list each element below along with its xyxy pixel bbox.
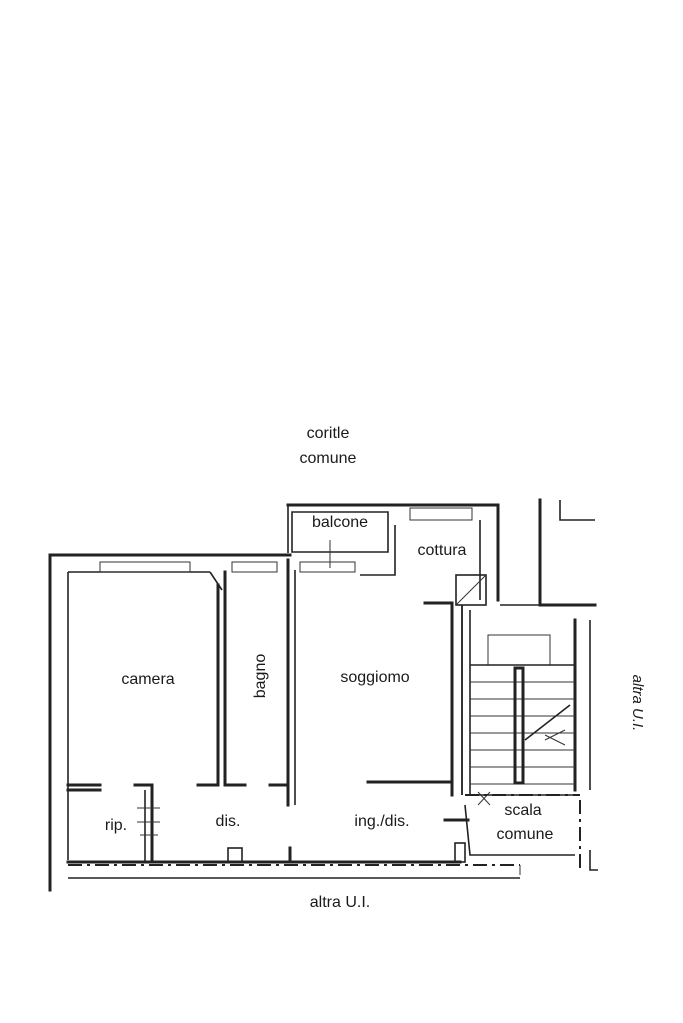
label-cortile-1: coritle	[307, 425, 350, 442]
boundary-lines	[68, 794, 598, 875]
outer-walls	[48, 498, 597, 892]
label-altra-ui-bottom: altra U.I.	[310, 894, 370, 911]
windows	[99, 561, 356, 573]
label-soggiorno: soggiomo	[340, 669, 409, 686]
label-cottura: cottura	[418, 542, 467, 559]
label-dis: dis.	[216, 813, 241, 830]
label-cortile-2: comune	[300, 450, 357, 467]
label-balcone: balcone	[312, 514, 368, 531]
label-scala-1: scala	[504, 802, 541, 819]
label-camera: camera	[121, 671, 174, 688]
interior-walls	[66, 558, 487, 864]
label-rip: rip.	[105, 817, 127, 834]
label-scala-2: comune	[497, 826, 554, 843]
room-labels: coritle comune balcone cottura camera ba…	[105, 425, 646, 911]
label-bagno: bagno	[252, 654, 269, 699]
label-altra-ui-right: altra U.I.	[629, 675, 646, 732]
label-ing-dis: ing./dis.	[354, 813, 409, 830]
